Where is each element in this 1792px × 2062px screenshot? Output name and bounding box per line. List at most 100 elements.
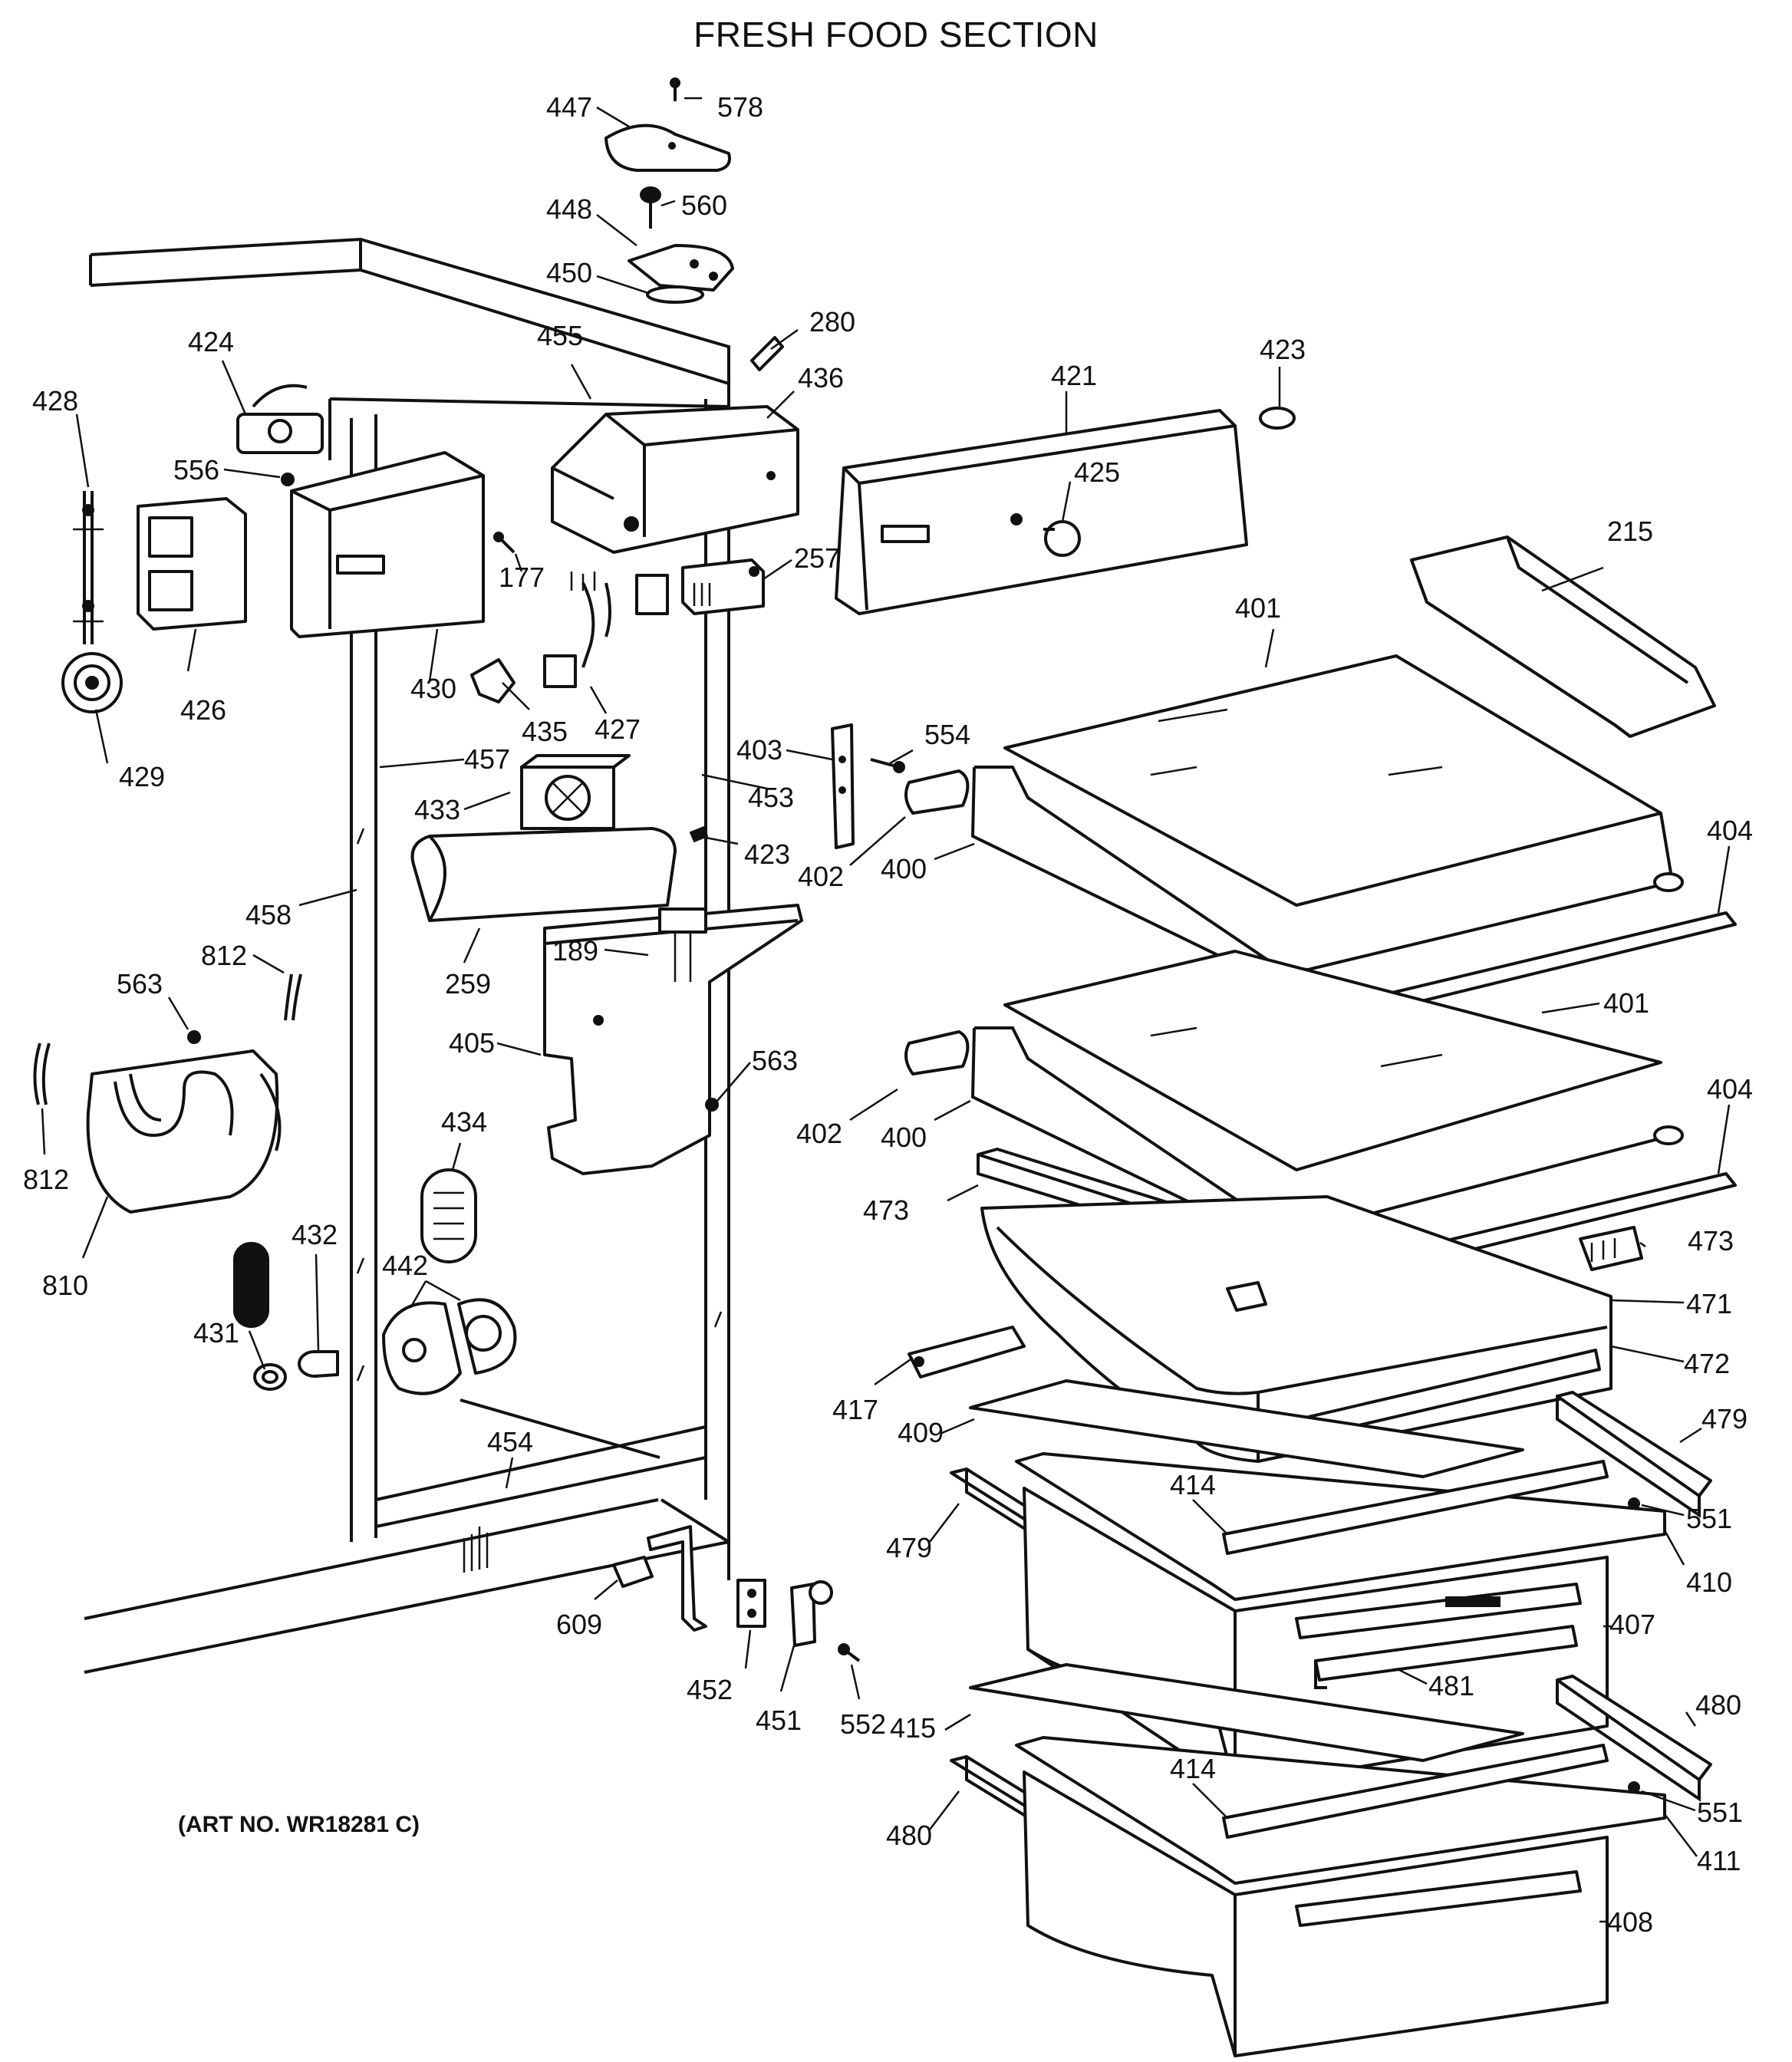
callout-435: 435 <box>522 716 568 747</box>
callout-400a: 400 <box>881 853 927 884</box>
callout-434: 434 <box>441 1106 487 1138</box>
callout-480b: 480 <box>886 1820 932 1851</box>
callout-560: 560 <box>681 189 727 221</box>
callout-407: 407 <box>1609 1609 1655 1640</box>
hinge-451 <box>790 1580 833 1647</box>
callout-554: 554 <box>924 719 970 750</box>
callout-436: 436 <box>798 362 844 394</box>
light-lens-429 <box>61 652 123 713</box>
callout-409: 409 <box>898 1417 944 1448</box>
shelf-glass-401a <box>1003 654 1662 907</box>
screw-578 <box>670 77 680 101</box>
callout-401b: 401 <box>1603 987 1649 1019</box>
callout-423a: 423 <box>1260 334 1306 365</box>
bulb-280 <box>750 336 784 371</box>
callout-812a: 812 <box>201 940 247 971</box>
callout-408: 408 <box>1607 1906 1653 1938</box>
shelf-glass-401b <box>1003 950 1662 1171</box>
cover-trim-414b <box>1222 1744 1609 1839</box>
callout-421: 421 <box>1051 360 1097 391</box>
callout-414a: 414 <box>1170 1469 1216 1500</box>
callout-259: 259 <box>445 968 491 1000</box>
callout-480a: 480 <box>1695 1689 1741 1721</box>
cover-trim-414a <box>1222 1460 1609 1555</box>
callout-429: 429 <box>119 761 165 792</box>
bin-215 <box>1410 535 1716 738</box>
callout-563a: 563 <box>117 968 163 1000</box>
handle-408 <box>1295 1870 1582 1927</box>
clip-423b <box>689 825 709 843</box>
callout-427: 427 <box>595 713 641 745</box>
shelf-bracket-402b <box>904 1030 970 1075</box>
thermostat-424 <box>236 384 324 454</box>
slide-479b <box>1556 1391 1712 1518</box>
callout-458: 458 <box>245 899 292 931</box>
callout-403: 403 <box>736 734 782 766</box>
cover-glass-409 <box>969 1379 1524 1478</box>
air-diffuser-405 <box>543 904 803 1175</box>
callout-400b: 400 <box>881 1122 927 1153</box>
drain-tube-812a <box>284 973 302 1021</box>
callout-432: 432 <box>292 1219 338 1250</box>
callout-578: 578 <box>717 91 763 123</box>
callout-556: 556 <box>173 454 219 486</box>
shim-450 <box>646 285 704 304</box>
air-duct-436 <box>551 405 799 554</box>
callout-426: 426 <box>180 694 226 726</box>
screw-551a <box>1628 1497 1640 1510</box>
callout-551b: 551 <box>1697 1797 1743 1828</box>
callout-404a: 404 <box>1707 815 1753 846</box>
callout-424: 424 <box>188 326 234 357</box>
callout-479b: 479 <box>886 1532 932 1563</box>
callout-457: 457 <box>464 743 510 775</box>
callout-433: 433 <box>414 794 460 825</box>
light-socket-426 <box>137 497 247 631</box>
callout-177: 177 <box>499 562 545 593</box>
wiring-harness-427 <box>543 571 669 688</box>
callout-454: 454 <box>487 1426 533 1458</box>
light-lens-434 <box>420 1168 477 1263</box>
screw-177 <box>493 532 516 554</box>
callout-402b: 402 <box>796 1118 842 1149</box>
shelf-trim-404a <box>1372 911 1737 1013</box>
callout-labels: 447 578 448 560 450 280 455 436 421 423 … <box>23 91 1753 1938</box>
screw-563a <box>187 1030 201 1044</box>
diagram-title: FRESH FOOD SECTION <box>693 15 1099 54</box>
callout-423b: 423 <box>744 838 790 870</box>
drain-tube-812b <box>33 1043 51 1105</box>
callout-450: 450 <box>546 257 592 288</box>
hinge-bracket-428 <box>73 491 104 644</box>
callout-473a: 473 <box>863 1194 909 1226</box>
knob-425 <box>1043 520 1081 557</box>
cover-glass-415 <box>969 1663 1524 1762</box>
cabinet-liner <box>84 237 730 1674</box>
screw-556 <box>281 473 295 486</box>
callout-448: 448 <box>546 193 592 225</box>
callout-481: 481 <box>1428 1670 1474 1701</box>
callout-257: 257 <box>794 542 840 574</box>
callout-404b: 404 <box>1707 1073 1753 1105</box>
socket-431 <box>253 1363 287 1391</box>
callout-810: 810 <box>42 1270 88 1301</box>
callout-455: 455 <box>537 320 583 351</box>
art-number: (ART NO. WR18281 C) <box>178 1812 420 1837</box>
shelf-bracket-402a <box>904 769 970 815</box>
screw-560 <box>640 186 661 229</box>
slide-480b <box>1556 1675 1712 1802</box>
slide-473b <box>1579 1226 1643 1271</box>
callout-425: 425 <box>1074 456 1120 488</box>
cover-259 <box>410 827 677 922</box>
fan-blade-435 <box>470 658 516 703</box>
callout-812b: 812 <box>23 1164 69 1195</box>
callout-405: 405 <box>449 1027 495 1059</box>
control-housing-430 <box>290 451 485 638</box>
callout-447: 447 <box>546 91 592 123</box>
callout-280: 280 <box>809 306 855 338</box>
leader-lines <box>41 97 1731 1923</box>
timer-257 <box>681 558 765 615</box>
hinge-448 <box>628 244 734 292</box>
damper-442 <box>382 1298 517 1395</box>
handle-407 <box>1295 1583 1582 1639</box>
callout-431: 431 <box>193 1317 239 1349</box>
callout-428: 428 <box>32 385 78 417</box>
